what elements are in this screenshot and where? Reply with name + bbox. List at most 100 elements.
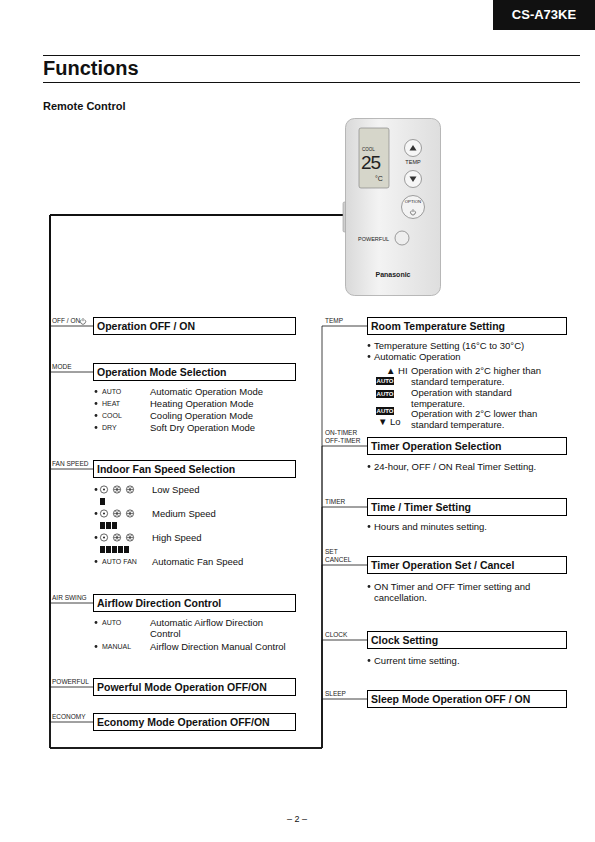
fan-symbol xyxy=(126,510,133,517)
down-triangle xyxy=(410,177,417,183)
fan-symbol xyxy=(114,489,120,490)
temp-down-button xyxy=(405,171,422,188)
connector-line xyxy=(50,215,367,748)
connector-line xyxy=(50,215,345,687)
function-box: TEMPRoom Temperature SettingTemperature … xyxy=(367,317,567,335)
connector-line xyxy=(50,215,367,748)
option-code: MANUAL xyxy=(102,641,131,652)
fan-symbol xyxy=(100,510,107,517)
bullet-dot xyxy=(95,402,98,405)
lcd-unit: °C xyxy=(375,175,383,183)
bullet-dot xyxy=(95,645,98,648)
option-text: 24-hour, OFF / ON Real Timer Setting. xyxy=(374,461,536,472)
fan-symbol xyxy=(115,511,118,517)
bullet-dot xyxy=(95,414,98,417)
function-title: Operation OFF / ON xyxy=(93,317,296,335)
bullet-dot xyxy=(368,585,371,588)
speed-bar xyxy=(124,546,129,553)
bullet-dot xyxy=(95,536,98,539)
connector-line xyxy=(50,215,345,372)
function-box: ECONOMYEconomy Mode Operation OFF/ON xyxy=(93,713,296,731)
function-title: Airflow Direction Control xyxy=(93,594,296,612)
option-text: Hours and minutes setting. xyxy=(374,521,487,532)
bullet-dot xyxy=(95,560,98,563)
remote-control: COOL25°CTEMPOPTIONPOWERFULPanasonic xyxy=(345,118,441,296)
button-label: ON-TIMER OFF-TIMER xyxy=(325,429,367,445)
fan-symbol xyxy=(103,489,105,491)
option-text: Temperature Setting (16°C to 30°C) xyxy=(374,340,524,351)
fan-symbol xyxy=(127,537,133,538)
speed-bar xyxy=(112,546,117,553)
fan-symbol xyxy=(128,535,131,541)
option-text: Automatic Airflow Direction Control xyxy=(150,617,278,639)
option-text: Cooling Operation Mode xyxy=(150,410,253,421)
function-box: SLEEPSleep Mode Operation OFF / ON xyxy=(367,690,567,708)
fan-symbol xyxy=(128,487,131,493)
connector-line xyxy=(50,215,345,326)
speed-bar xyxy=(118,546,123,553)
fan-symbol xyxy=(127,489,133,490)
option-text: Operation with 2°C lower than standard t… xyxy=(411,408,549,430)
function-box: FAN SPEEDIndoor Fan Speed SelectionLow S… xyxy=(93,460,296,478)
model-badge: CS-A73KE xyxy=(493,0,595,30)
option-text: Automatic Fan Speed xyxy=(152,556,243,567)
option-text: Airflow Direction Manual Control xyxy=(150,641,286,652)
function-box: MODEOperation Mode SelectionAUTOAutomati… xyxy=(93,363,296,381)
function-title: Indoor Fan Speed Selection xyxy=(93,460,296,478)
bullet-dot xyxy=(368,659,371,662)
fan-symbol xyxy=(103,513,105,515)
button-label: FAN SPEED xyxy=(52,460,88,468)
page-number: – 2 – xyxy=(267,814,327,824)
power-symbol xyxy=(413,209,414,212)
fan-symbol xyxy=(114,513,120,514)
option-text: Current time setting. xyxy=(374,655,460,666)
option-text: Automatic Operation Mode xyxy=(150,386,263,397)
fan-symbol xyxy=(128,511,131,517)
lcd-mode: COOL xyxy=(362,147,375,152)
bullet-dot xyxy=(95,488,98,491)
button-label: TIMER xyxy=(325,498,345,506)
connector-line xyxy=(50,215,345,722)
button-label: CLOCK xyxy=(325,631,347,639)
function-box: CLOCKClock SettingCurrent time setting. xyxy=(367,631,567,649)
fan-symbol xyxy=(100,534,107,541)
connector-line xyxy=(50,215,367,748)
connector-line xyxy=(50,215,367,748)
function-title: Clock Setting xyxy=(367,631,567,649)
fan-symbol xyxy=(128,535,131,541)
option-code: HEAT xyxy=(102,398,120,409)
button-label: MODE xyxy=(52,363,72,371)
bullet-dot xyxy=(368,465,371,468)
power-symbol xyxy=(411,211,416,215)
speed-bar xyxy=(100,546,105,553)
fan-symbol xyxy=(126,534,133,541)
fan-symbol xyxy=(103,537,105,539)
function-box: OFF / ONOperation OFF / ON xyxy=(93,317,296,335)
option-code: AUTO xyxy=(102,386,121,397)
option-text: Heating Operation Mode xyxy=(150,398,254,409)
function-box: POWERFULPowerful Mode Operation OFF/ON xyxy=(93,678,296,696)
temp-up-button xyxy=(405,140,422,157)
function-title: Timer Operation Selection xyxy=(367,437,567,455)
option-text: Medium Speed xyxy=(152,508,216,519)
fan-symbol xyxy=(115,511,118,517)
option-text: Low Speed xyxy=(152,484,200,495)
speed-bar xyxy=(106,522,111,529)
button-label: SET CANCEL xyxy=(325,548,355,564)
function-title: Economy Mode Operation OFF/ON xyxy=(93,713,296,731)
option-code: AUTO FAN xyxy=(102,556,137,567)
bullet-dot xyxy=(95,426,98,429)
option-code: COOL xyxy=(102,410,122,421)
power-symbol xyxy=(80,320,85,325)
fan-symbol xyxy=(115,535,118,541)
fan-symbol xyxy=(100,486,107,493)
option-code: DRY xyxy=(102,422,117,433)
button-label: TEMP xyxy=(325,317,343,325)
lcd-temperature: 25 xyxy=(361,152,380,174)
bullet-dot xyxy=(368,344,371,347)
remote-body xyxy=(346,119,441,296)
function-title: Room Temperature Setting xyxy=(367,317,567,335)
function-box: ON-TIMER OFF-TIMERTimer Operation Select… xyxy=(367,437,567,455)
fan-symbol xyxy=(114,537,120,538)
button-caption: POWERFUL xyxy=(358,236,389,242)
